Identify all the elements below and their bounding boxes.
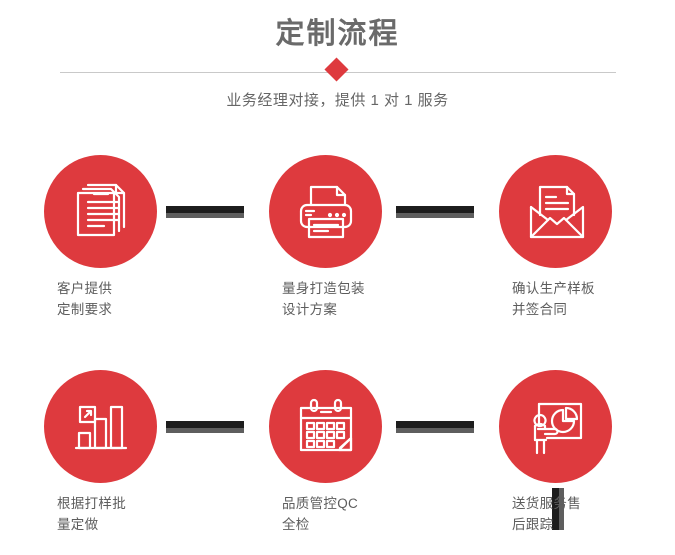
open-envelope-icon bbox=[499, 155, 612, 268]
printer-icon bbox=[269, 155, 382, 268]
flow-row-2: 根据打样批 量定做 bbox=[0, 365, 675, 555]
connector-horizontal-1 bbox=[166, 206, 244, 218]
flow-step-caption: 确认生产样板 并签合同 bbox=[455, 278, 655, 320]
flow-step-2[interactable]: 量身打造包装 设计方案 bbox=[225, 150, 425, 340]
step-circle bbox=[499, 155, 612, 268]
caption-line-2: 后跟踪 bbox=[512, 517, 554, 532]
connector-bar bbox=[552, 488, 559, 530]
caption-line-2: 并签合同 bbox=[512, 302, 568, 317]
caption-line-1: 确认生产样板 bbox=[512, 281, 595, 296]
connector-bar bbox=[396, 421, 474, 428]
bar-chart-growth-icon bbox=[44, 370, 157, 483]
connector-bar bbox=[166, 421, 244, 428]
page-title: 定制流程 bbox=[275, 18, 400, 50]
caption-line-1: 客户提供 bbox=[57, 281, 113, 296]
process-flow: 客户提供 定制要求 bbox=[0, 150, 675, 550]
caption-line-2: 设计方案 bbox=[282, 302, 338, 317]
documents-stack-icon bbox=[44, 155, 157, 268]
step-circle bbox=[499, 370, 612, 483]
connector-horizontal-3 bbox=[166, 421, 244, 433]
connector-shadow bbox=[166, 213, 244, 218]
connector-bar bbox=[396, 206, 474, 213]
connector-horizontal-4 bbox=[396, 421, 474, 433]
caption-line-1: 品质管控QC bbox=[282, 496, 359, 511]
connector-shadow bbox=[396, 213, 474, 218]
flow-step-1[interactable]: 客户提供 定制要求 bbox=[0, 150, 200, 340]
connector-vertical bbox=[552, 488, 564, 530]
connector-shadow bbox=[166, 428, 244, 433]
connector-shadow bbox=[559, 488, 564, 530]
flow-row-1: 客户提供 定制要求 bbox=[0, 150, 675, 340]
caption-line-2: 全检 bbox=[282, 517, 310, 532]
step-circle bbox=[269, 155, 382, 268]
caption-line-2: 量定做 bbox=[57, 517, 99, 532]
header-section: 定制流程 业务经理对接，提供 1 对 1 服务 bbox=[0, 0, 675, 130]
connector-shadow bbox=[396, 428, 474, 433]
caption-line-1: 量身打造包装 bbox=[282, 281, 365, 296]
connector-bar bbox=[166, 206, 244, 213]
caption-line-1: 送货服务售 bbox=[512, 496, 581, 511]
flow-step-4[interactable]: 根据打样批 量定做 bbox=[0, 365, 200, 555]
flow-step-caption: 送货服务售 后跟踪 bbox=[455, 493, 655, 535]
flow-step-caption: 品质管控QC 全检 bbox=[225, 493, 425, 535]
divider bbox=[60, 57, 616, 82]
calendar-icon bbox=[269, 370, 382, 483]
presenter-pie-chart-icon bbox=[499, 370, 612, 483]
flow-step-caption: 量身打造包装 设计方案 bbox=[225, 278, 425, 320]
connector-horizontal-2 bbox=[396, 206, 474, 218]
page-subtitle: 业务经理对接，提供 1 对 1 服务 bbox=[226, 92, 449, 109]
flow-step-caption: 根据打样批 量定做 bbox=[0, 493, 200, 535]
flow-step-caption: 客户提供 定制要求 bbox=[0, 278, 200, 320]
caption-line-2: 定制要求 bbox=[57, 302, 113, 317]
flow-step-5[interactable]: 品质管控QC 全检 bbox=[225, 365, 425, 555]
step-circle bbox=[44, 155, 157, 268]
flow-step-3[interactable]: 确认生产样板 并签合同 bbox=[455, 150, 655, 340]
caption-line-1: 根据打样批 bbox=[57, 496, 126, 511]
step-circle bbox=[269, 370, 382, 483]
diamond-icon bbox=[324, 57, 349, 82]
step-circle bbox=[44, 370, 157, 483]
flow-step-6[interactable]: 送货服务售 后跟踪 bbox=[455, 365, 655, 555]
